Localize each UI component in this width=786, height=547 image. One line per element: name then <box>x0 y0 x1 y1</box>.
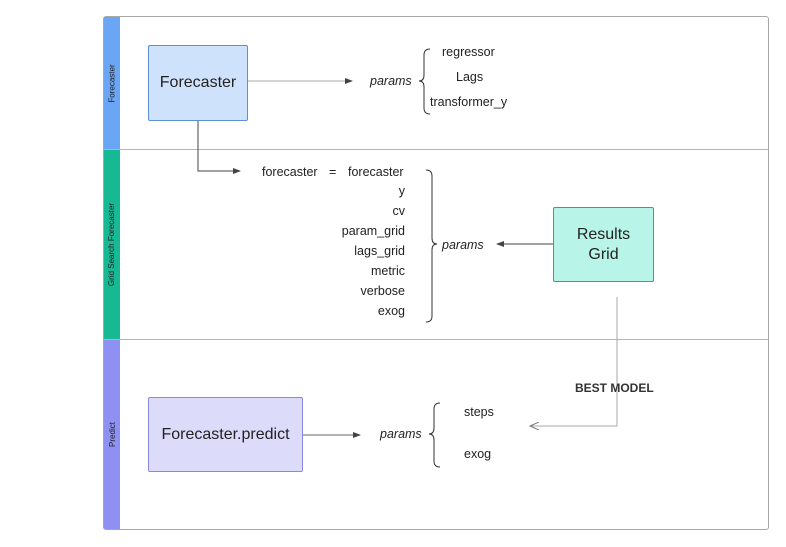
forecaster-params-label: params <box>370 74 412 88</box>
best-model-label: BEST MODEL <box>575 381 654 395</box>
lane-divider <box>104 339 768 340</box>
param-regressor: regressor <box>442 45 495 59</box>
param-exog: exog <box>377 304 405 318</box>
lane-label-grid-search: Grid Search Forecaster <box>104 149 120 339</box>
swimlane-frame <box>103 16 769 530</box>
param-param-grid: param_grid <box>341 224 405 238</box>
lane-label-text: Grid Search Forecaster <box>107 202 117 286</box>
results-box-label-line2: Grid <box>588 245 619 263</box>
lane-strip-forecaster <box>104 17 120 149</box>
param-cv: cv <box>392 204 406 218</box>
lane-label-text: Forecaster <box>107 63 117 103</box>
lane-strip-predict <box>104 339 120 529</box>
forecaster-predict-box[interactable]: Forecaster.predict <box>148 397 303 472</box>
param-lags-grid: lags_grid <box>354 244 405 258</box>
forecaster-box[interactable]: Forecaster <box>148 45 248 121</box>
param-lags: Lags <box>456 70 484 84</box>
lane-label-text: Predict <box>107 421 117 447</box>
lane-divider <box>104 149 768 150</box>
results-grid-box[interactable]: Results Grid <box>553 207 654 282</box>
param-steps: steps <box>464 405 494 419</box>
param-forecaster-value: forecaster <box>348 165 404 179</box>
param-verbose: verbose <box>360 284 405 298</box>
results-box-label-line1: Results <box>576 225 631 243</box>
predict-params-label: params <box>380 427 422 441</box>
gridsearch-params-label: params <box>442 238 484 252</box>
lane-label-predict: Predict <box>104 339 120 529</box>
predict-box-label: Forecaster.predict <box>161 425 290 443</box>
lane-label-forecaster: Forecaster <box>104 17 120 149</box>
param-transformer-y: transformer_y <box>430 95 508 109</box>
param-metric: metric <box>370 264 405 278</box>
lane-strip-grid-search <box>104 149 120 339</box>
param-forecaster-equals: = <box>329 165 337 179</box>
forecaster-box-label: Forecaster <box>159 74 237 91</box>
param-predict-exog: exog <box>464 447 492 461</box>
param-forecaster-name: forecaster <box>262 165 318 179</box>
param-y: y <box>398 184 405 198</box>
